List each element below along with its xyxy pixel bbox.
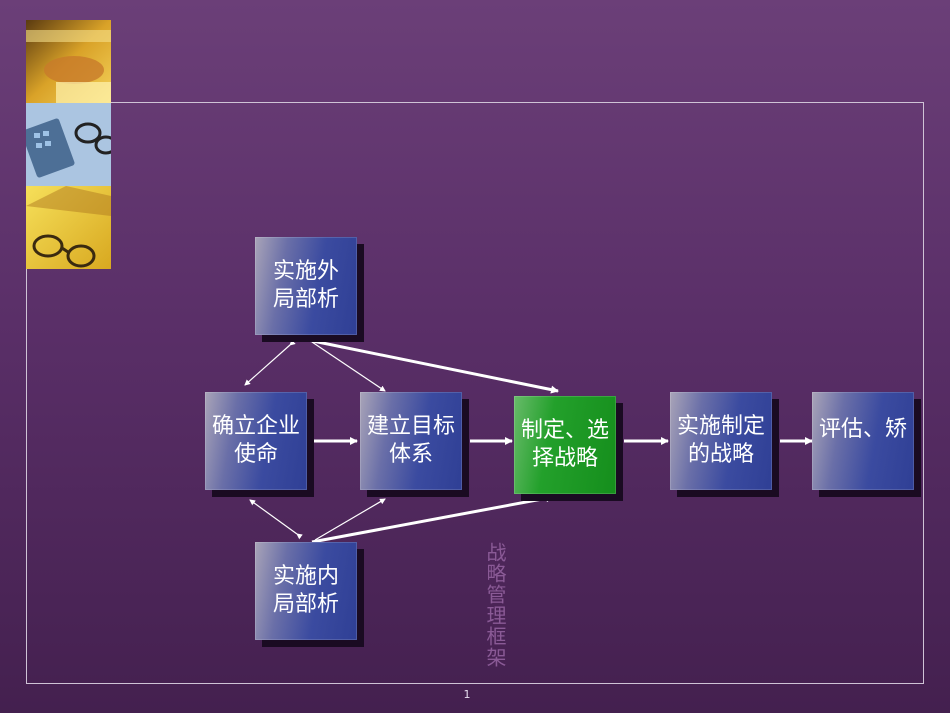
node-mission: 确立企业 使命	[205, 392, 314, 497]
node-strategy: 制定、选 择战略	[514, 396, 623, 501]
photo-hands-keyboard	[26, 20, 111, 103]
node-implement: 实施制定 的战略	[670, 392, 779, 497]
node-goals: 建立目标 体系	[360, 392, 469, 497]
node-external-analysis: 实施外 局部析	[255, 237, 364, 342]
arrow-external-mission	[244, 339, 296, 386]
page-number: 1	[463, 688, 471, 701]
photo-glasses-paper	[26, 186, 111, 269]
node-internal-analysis: 实施内 局部析	[255, 542, 364, 647]
slide-frame	[26, 102, 924, 684]
slide-caption: 战略管理框架	[483, 542, 507, 668]
arrow-internal-goals	[314, 498, 386, 541]
arrow-external-strategy	[307, 338, 559, 394]
arrow-internal-mission	[249, 499, 303, 540]
arrow-external-goals	[311, 341, 386, 392]
arrow-internal-strategy	[311, 494, 554, 544]
photo-calculator-glasses	[26, 103, 111, 186]
node-evaluate: 评估、矫	[812, 392, 921, 497]
